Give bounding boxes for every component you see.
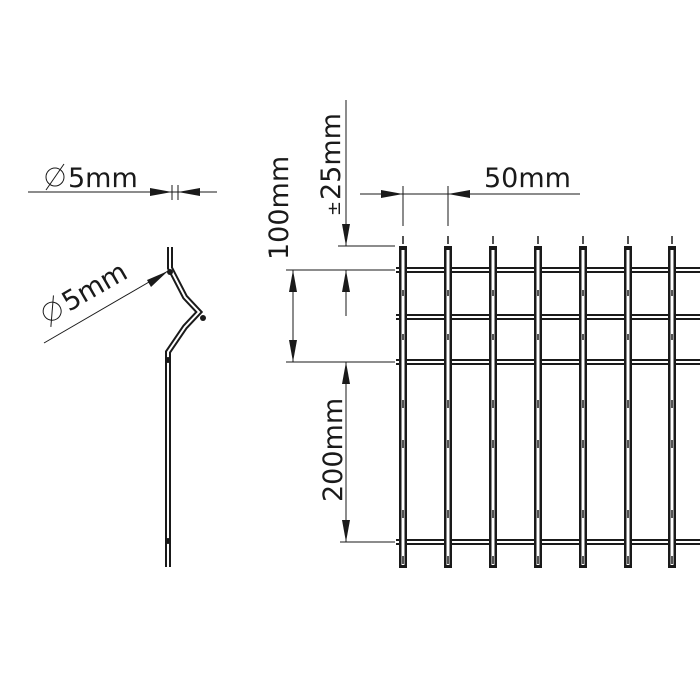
dim-mesh-height: 200mm: [318, 362, 395, 543]
diameter-symbol-icon: [42, 295, 62, 328]
wire-profile: [165, 247, 206, 567]
bend-height-label: 100mm: [264, 156, 295, 260]
tolerance-label: 25mm: [316, 113, 347, 200]
dim-mesh-width: 50mm: [360, 163, 580, 226]
dim-bend-height: 100mm: [264, 156, 395, 363]
dim-diameter-top: 5mm: [28, 163, 217, 200]
wire-crossings: [396, 269, 700, 271]
weld-dot: [165, 357, 171, 363]
dim-tolerance: 25mm ±: [316, 100, 395, 316]
mesh-panel: [396, 236, 700, 568]
weld-dot: [200, 315, 206, 321]
weld-dot: [165, 538, 171, 544]
mesh-width-label: 50mm: [484, 163, 571, 194]
wire-profile-inner: [167, 247, 201, 567]
tolerance-sign: ±: [324, 201, 345, 216]
weld-dot: [167, 269, 173, 275]
mesh-height-label: 200mm: [318, 398, 349, 502]
diameter-symbol-icon: [45, 163, 65, 191]
dim-diameter-side: 5mm: [42, 256, 169, 344]
centerline-ticks: [402, 236, 673, 564]
wire-diameter-side-label: 5mm: [57, 256, 133, 318]
wire-diameter-top-label: 5mm: [68, 163, 138, 194]
horizontal-wires: [396, 267, 700, 545]
